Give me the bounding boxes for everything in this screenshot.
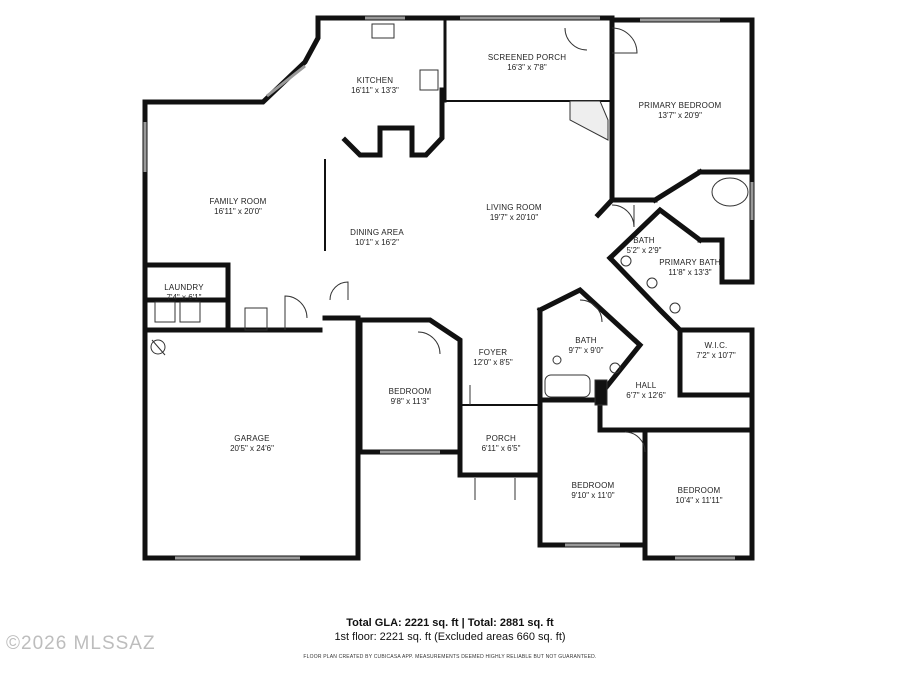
room-dim: 13'7" x 20'9" [658,111,702,120]
room-dim: 20'5" x 24'6" [230,444,274,453]
room-dim: 10'4" x 11'11" [675,496,722,505]
room-dim: 10'1" x 16'2" [355,238,399,247]
copyright-watermark: ©2026 MLSSAZ [6,633,156,654]
room-name: W.I.C. [705,341,728,350]
room-labels: SCREENED PORCH 16'3" x 7'8" KITCHEN 16'1… [164,53,736,505]
room-dim: 6'7" x 12'6" [626,391,666,400]
room-dim: 11'8" x 13'3" [668,268,711,277]
room-dim: 16'3" x 7'8" [507,63,547,72]
total-area: Total GLA: 2221 sq. ft | Total: 2881 sq.… [346,617,554,629]
room-name: DINING AREA [350,228,404,237]
room-name: LIVING ROOM [486,203,542,212]
room-name: BEDROOM [389,387,432,396]
floor-area: 1st floor: 2221 sq. ft (Excluded areas 6… [334,631,566,643]
room-name: BATH [575,336,597,345]
disclaimer: FLOOR PLAN CREATED BY CUBICASA APP. MEAS… [303,654,597,660]
room-dim: 12'0" x 8'5" [473,358,513,367]
room-dim: 5'2" x 2'9" [627,246,662,255]
room-name: PRIMARY BATH [659,258,721,267]
room-dim: 19'7" x 20'10" [490,213,538,222]
room-name: FAMILY ROOM [209,197,266,206]
room-dim: 9'7" x 9'0" [569,346,604,355]
room-name: LAUNDRY [164,283,204,292]
room-dim: 9'8" x 11'3" [391,397,430,406]
fixtures [143,16,754,560]
room-name: GARAGE [234,434,269,443]
room-dim: 7'4" x 6'1" [167,293,202,302]
room-name: PRIMARY BEDROOM [639,101,722,110]
room-dim: 6'11" x 6'5" [482,444,521,453]
room-name: PORCH [486,434,516,443]
room-dim: 16'11" x 20'0" [214,207,262,216]
room-name: FOYER [479,348,508,357]
room-dim: 16'11" x 13'3" [351,86,399,95]
room-dim: 7'2" x 10'7" [696,351,736,360]
room-name: BEDROOM [572,481,615,490]
room-dim: 9'10" x 11'0" [571,491,614,500]
room-name: KITCHEN [357,76,394,85]
walls [142,15,755,561]
room-name: SCREENED PORCH [488,53,566,62]
room-name: HALL [636,381,657,390]
room-name: BATH [633,236,655,245]
room-name: BEDROOM [678,486,721,495]
